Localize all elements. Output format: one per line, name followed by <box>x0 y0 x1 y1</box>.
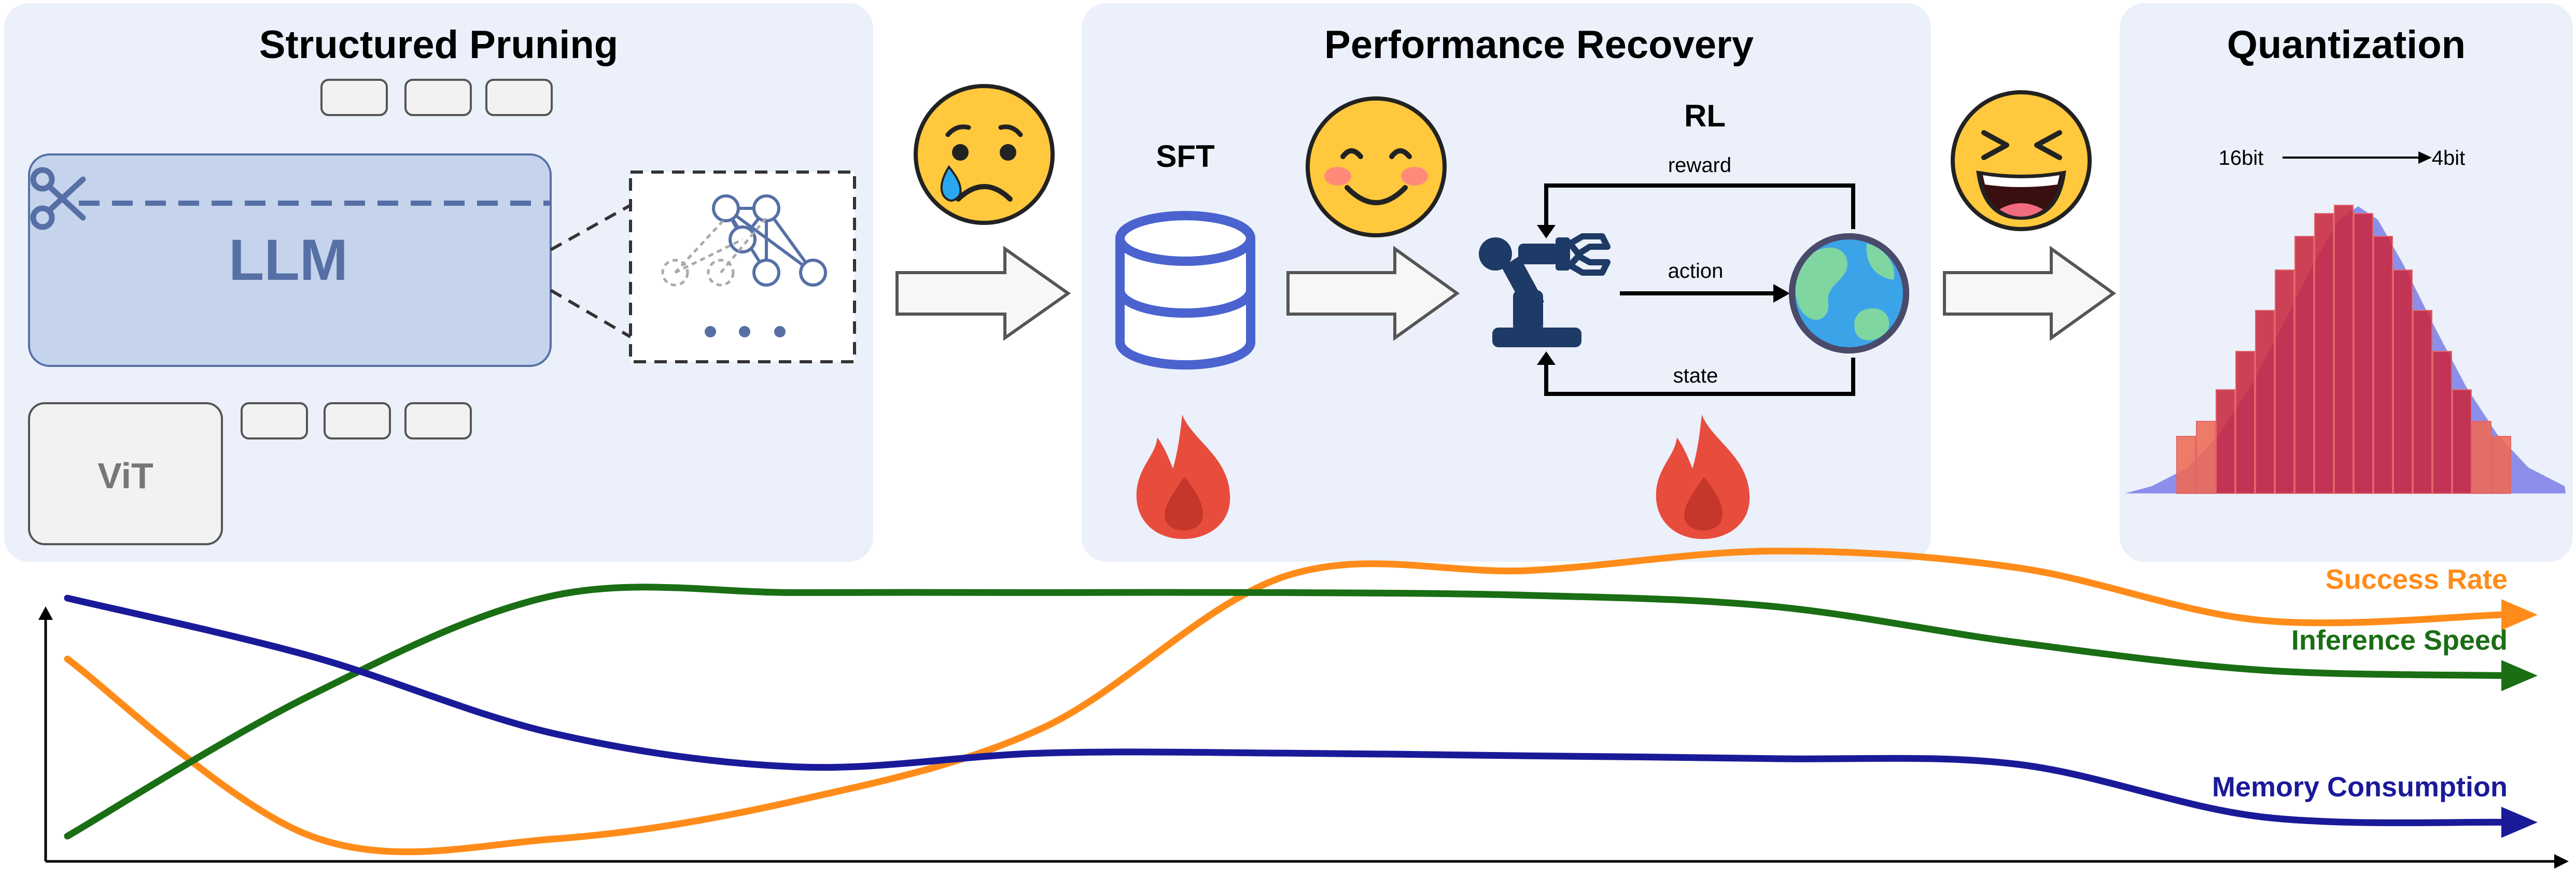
database-icon <box>1115 211 1255 370</box>
rl-arrowheads <box>1537 225 1790 365</box>
histogram-bar <box>2413 310 2432 494</box>
histogram-bar <box>2216 389 2235 494</box>
histogram-bar <box>2432 351 2452 494</box>
bits-arrowhead <box>2418 151 2432 164</box>
memory-consumption-arrowhead <box>2501 806 2538 838</box>
fire-icon-rl <box>1656 415 1750 539</box>
state-label: state <box>1673 364 1718 387</box>
laughing-face-emoji <box>1951 90 2092 231</box>
memory-consumption-line <box>64 594 2508 827</box>
token-blocks-bottom <box>241 402 472 440</box>
histogram-bar <box>2196 421 2216 494</box>
token-blocks-top <box>320 79 553 116</box>
structured-pruning-panel: Structured Pruning LLM <box>4 3 873 562</box>
histogram-bar <box>2334 205 2354 494</box>
quantized-histogram <box>2176 205 2511 494</box>
histogram-bar <box>2294 236 2314 494</box>
histogram-bar <box>2393 270 2413 494</box>
ellipsis-dots <box>705 326 786 337</box>
pruned-network-zoom <box>550 171 856 363</box>
histogram-bar <box>2373 236 2393 494</box>
robot-arm-icon <box>1479 233 1611 347</box>
x-axis-arrowhead <box>2554 854 2569 869</box>
inference-speed-line <box>64 584 2508 840</box>
histogram-bar <box>2354 213 2373 494</box>
quantization-panel: Quantization 16bit 4bit <box>2120 3 2573 562</box>
histogram-bar <box>2176 436 2196 494</box>
earth-environment-icon <box>1789 233 1909 353</box>
success-rate-arrowhead <box>2501 599 2538 631</box>
inference-speed-legend-label: Inference Speed <box>2291 625 2508 656</box>
llm-label: LLM <box>229 228 348 292</box>
smiling-face-emoji <box>1306 96 1447 237</box>
crying-face-emoji <box>914 84 1055 225</box>
pruned-neurons-icon <box>661 217 767 287</box>
sft-label: SFT <box>1156 139 1214 174</box>
histogram-bar <box>2314 213 2334 494</box>
success-rate-legend-label: Success Rate <box>2326 564 2508 595</box>
to-bits-label: 4bit <box>2432 147 2466 169</box>
structured-pruning-title: Structured Pruning <box>259 23 618 67</box>
llm-block: LLM <box>28 153 552 367</box>
histogram-bar <box>2452 389 2472 494</box>
histogram-bar <box>2255 310 2275 494</box>
histogram-bar <box>2275 270 2294 494</box>
quantization-title: Quantization <box>2227 23 2466 67</box>
histogram-bar <box>2235 351 2255 494</box>
vit-label: ViT <box>97 456 153 496</box>
stage-arrow-2 <box>1943 246 2117 341</box>
fire-icon-sft <box>1136 415 1230 539</box>
y-axis-arrowhead <box>38 606 53 620</box>
rl-label: RL <box>1684 98 1726 133</box>
performance-recovery-title: Performance Recovery <box>1324 23 1754 67</box>
memory-consumption-legend-label: Memory Consumption <box>2212 772 2508 803</box>
success-rate-line <box>64 547 2508 856</box>
neural-network-icon <box>712 194 827 287</box>
action-label: action <box>1668 260 1724 282</box>
histogram-bar <box>2491 436 2511 494</box>
stage-arrow-1 <box>895 246 1071 341</box>
stage-arrow-sft-to-rl <box>1286 246 1460 341</box>
rl-loop-lines <box>1544 183 1855 396</box>
reward-label: reward <box>1668 154 1731 177</box>
from-bits-label: 16bit <box>2219 147 2264 169</box>
histogram-bar <box>2472 421 2491 494</box>
scissors-icon <box>30 167 86 230</box>
performance-recovery-panel: Performance Recovery SFT RL <box>1082 3 1931 562</box>
vit-block: ViT <box>28 402 223 545</box>
inference-speed-arrowhead <box>2501 660 2538 691</box>
